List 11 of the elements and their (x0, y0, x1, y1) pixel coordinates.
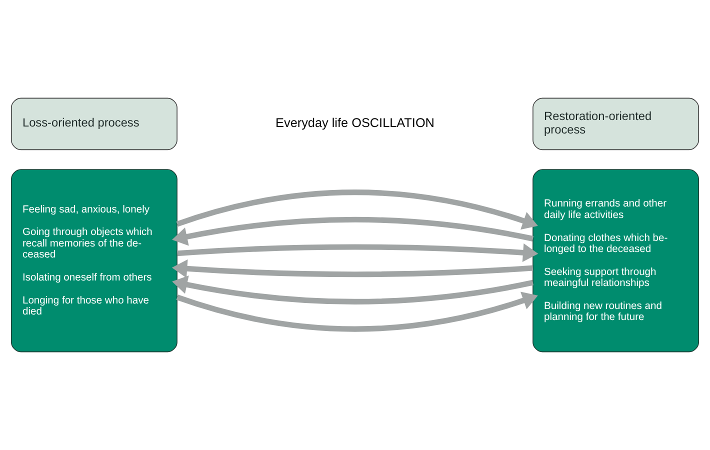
arrow (176, 292, 538, 332)
arrow (177, 243, 538, 262)
node-box: Feeling sad, anxious, lonely Going through objects which recall memories of the de- ceased Isolating oneself from others Longing for those who have died (10, 169, 178, 352)
arrow (172, 216, 534, 246)
node-box: Running errands and other daily life activities Donating clothes which be- longed to the deceased Seeking support through meaingful relationships Building new routines and planning for the future (532, 169, 700, 352)
label: Everyday life OSCILLATION (276, 116, 434, 130)
arrow (172, 276, 534, 304)
arrow (176, 190, 538, 230)
node-box: Loss-oriented process (10, 98, 178, 150)
node-box: Restoration-oriented process (532, 98, 700, 150)
arrow (172, 259, 534, 278)
